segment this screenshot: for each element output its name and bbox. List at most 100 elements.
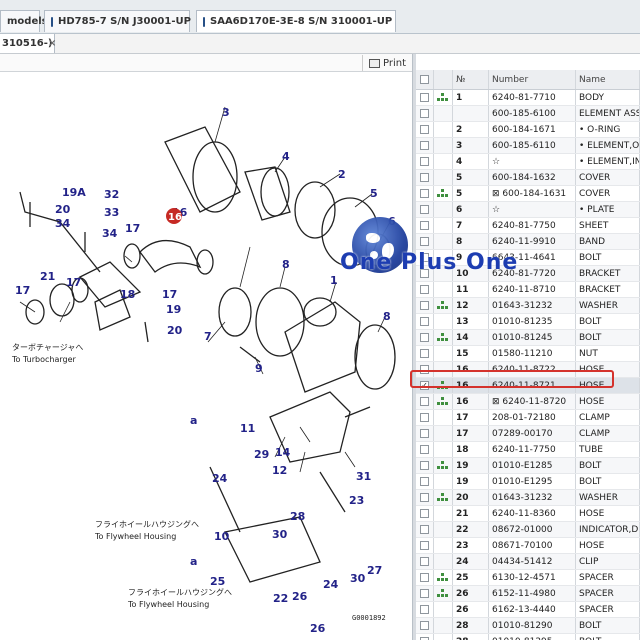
row-checkbox-cell[interactable] bbox=[416, 426, 434, 441]
row-number[interactable]: 08672-01000 bbox=[489, 522, 576, 537]
row-number[interactable]: 6240-81-7710 bbox=[489, 90, 576, 105]
checkbox[interactable] bbox=[420, 93, 429, 102]
tree-level-icon[interactable] bbox=[437, 461, 449, 470]
row-checkbox-cell[interactable] bbox=[416, 218, 434, 233]
checkbox[interactable] bbox=[420, 365, 429, 374]
table-row[interactable]: 4☆• ELEMENT,INNER bbox=[416, 154, 640, 170]
tree-level-icon[interactable] bbox=[437, 93, 449, 102]
checkbox[interactable] bbox=[420, 621, 429, 630]
row-number[interactable]: 600-184-1632 bbox=[489, 170, 576, 185]
row-checkbox-cell[interactable] bbox=[416, 282, 434, 297]
row-checkbox-cell[interactable] bbox=[416, 346, 434, 361]
checkbox[interactable] bbox=[420, 461, 429, 470]
checkbox[interactable] bbox=[420, 125, 429, 134]
tree-level-icon[interactable] bbox=[437, 589, 449, 598]
row-number[interactable]: 08671-70100 bbox=[489, 538, 576, 553]
row-checkbox-cell[interactable] bbox=[416, 250, 434, 265]
row-number[interactable]: ⊠ 6240-11-8720 bbox=[489, 394, 576, 409]
checkbox[interactable] bbox=[420, 189, 429, 198]
checkbox[interactable] bbox=[420, 157, 429, 166]
row-number[interactable]: 6240-11-9910 bbox=[489, 234, 576, 249]
row-number[interactable]: 01643-31232 bbox=[489, 490, 576, 505]
header-no[interactable]: № bbox=[453, 70, 489, 89]
checkbox[interactable] bbox=[420, 477, 429, 486]
checkbox[interactable] bbox=[420, 75, 429, 84]
tab-models[interactable]: models bbox=[0, 10, 48, 32]
row-checkbox-cell[interactable] bbox=[416, 154, 434, 169]
row-number[interactable]: 6240-11-8721 bbox=[489, 378, 576, 393]
row-checkbox-cell[interactable] bbox=[416, 410, 434, 425]
row-checkbox-cell[interactable] bbox=[416, 490, 434, 505]
row-number[interactable]: 01643-31232 bbox=[489, 298, 576, 313]
tree-level-icon[interactable] bbox=[437, 573, 449, 582]
checkbox[interactable] bbox=[420, 205, 429, 214]
tree-level-icon[interactable] bbox=[437, 189, 449, 198]
print-button[interactable]: Print bbox=[361, 55, 406, 71]
checkbox[interactable] bbox=[420, 349, 429, 358]
row-number[interactable]: 600-185-6110 bbox=[489, 138, 576, 153]
checkbox[interactable] bbox=[420, 429, 429, 438]
row-number[interactable]: 600-184-1671 bbox=[489, 122, 576, 137]
row-checkbox-cell[interactable] bbox=[416, 106, 434, 121]
row-number[interactable]: 6240-11-8360 bbox=[489, 506, 576, 521]
row-number[interactable]: 6240-81-7720 bbox=[489, 266, 576, 281]
checkbox[interactable] bbox=[420, 221, 429, 230]
row-checkbox-cell[interactable] bbox=[416, 442, 434, 457]
row-checkbox-cell[interactable] bbox=[416, 618, 434, 633]
row-checkbox-cell[interactable] bbox=[416, 458, 434, 473]
row-checkbox-cell[interactable] bbox=[416, 314, 434, 329]
row-number[interactable]: 6240-11-8710 bbox=[489, 282, 576, 297]
row-checkbox-cell[interactable] bbox=[416, 634, 434, 640]
checkbox[interactable] bbox=[420, 173, 429, 182]
subtab-group[interactable]: 310516-) × bbox=[0, 34, 56, 53]
row-checkbox-cell[interactable] bbox=[416, 538, 434, 553]
row-checkbox-cell[interactable] bbox=[416, 586, 434, 601]
row-number[interactable]: ⊠ 600-184-1631 bbox=[489, 186, 576, 201]
row-checkbox-cell[interactable] bbox=[416, 122, 434, 137]
row-checkbox-cell[interactable] bbox=[416, 506, 434, 521]
row-checkbox-cell[interactable] bbox=[416, 330, 434, 345]
row-checkbox-cell[interactable] bbox=[416, 474, 434, 489]
row-checkbox-cell[interactable] bbox=[416, 394, 434, 409]
checkbox[interactable] bbox=[420, 301, 429, 310]
row-checkbox-cell[interactable] bbox=[416, 170, 434, 185]
row-number[interactable]: ☆ bbox=[489, 154, 576, 169]
row-number[interactable]: ☆ bbox=[489, 202, 576, 217]
header-name[interactable]: Name bbox=[576, 70, 640, 89]
row-number[interactable]: 01010-E1295 bbox=[489, 474, 576, 489]
checkbox[interactable] bbox=[420, 397, 429, 406]
row-number[interactable]: 04434-51412 bbox=[489, 554, 576, 569]
tab-engine[interactable]: SAA6D170E-3E-8 S/N 310001-UP bbox=[196, 10, 396, 32]
row-number[interactable]: 6130-12-4571 bbox=[489, 570, 576, 585]
row-checkbox-cell[interactable] bbox=[416, 570, 434, 585]
row-number[interactable]: 01010-81235 bbox=[489, 314, 576, 329]
row-number[interactable]: 07289-00170 bbox=[489, 426, 576, 441]
checkbox[interactable] bbox=[420, 573, 429, 582]
checkbox[interactable] bbox=[420, 637, 429, 640]
table-row[interactable]: 6☆• PLATE bbox=[416, 202, 640, 218]
row-checkbox-cell[interactable] bbox=[416, 138, 434, 153]
row-checkbox-cell[interactable] bbox=[416, 234, 434, 249]
row-checkbox-cell[interactable] bbox=[416, 522, 434, 537]
tree-level-icon[interactable] bbox=[437, 381, 449, 390]
checkbox[interactable] bbox=[420, 141, 429, 150]
